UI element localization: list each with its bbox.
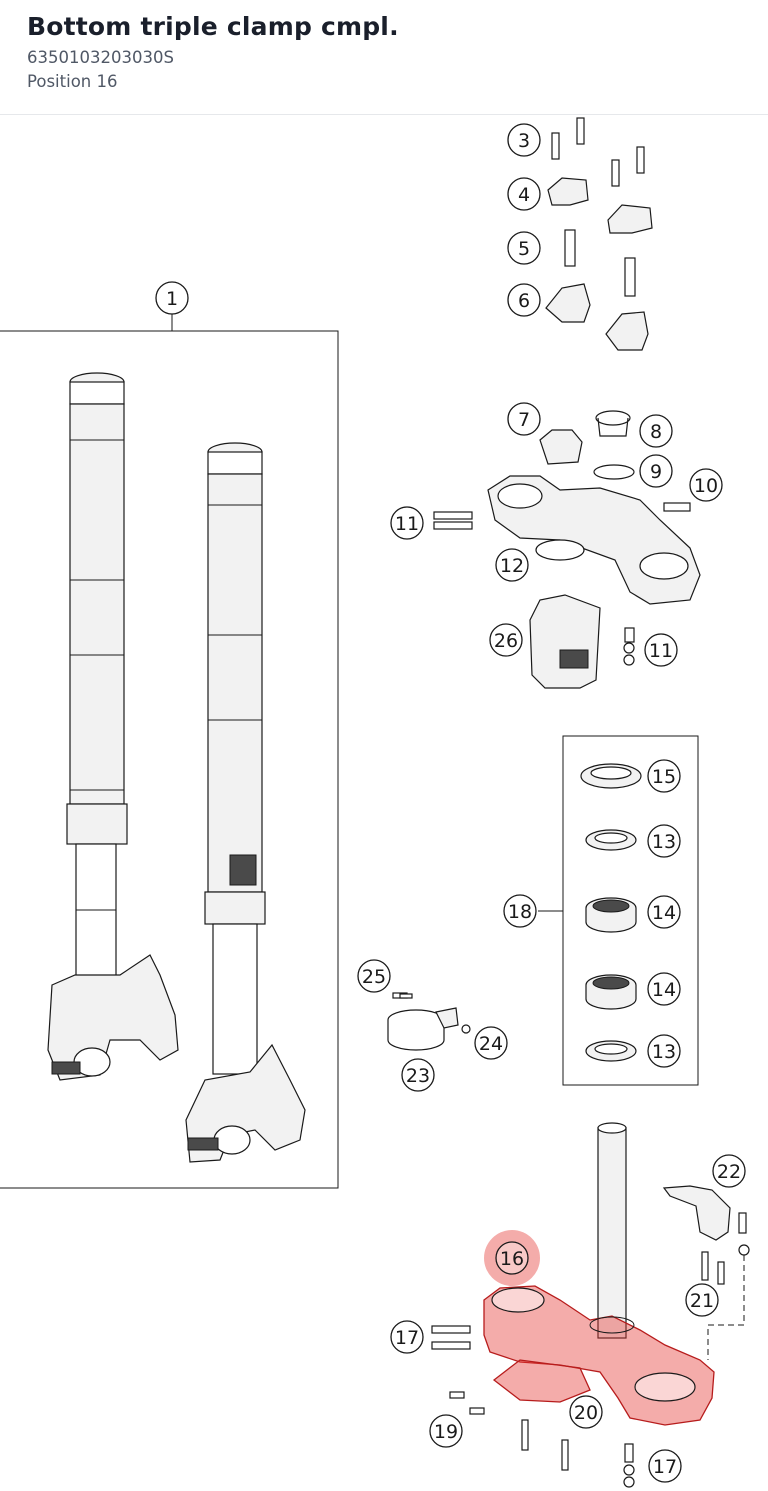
svg-text:9: 9 bbox=[650, 461, 662, 483]
svg-text:19: 19 bbox=[434, 1421, 458, 1443]
callout-15[interactable]: 15 bbox=[647, 759, 681, 793]
callout-11-upper[interactable]: 11 bbox=[390, 506, 424, 540]
callout-13-lower[interactable]: 13 bbox=[647, 1034, 681, 1068]
callout-10[interactable]: 10 bbox=[689, 468, 723, 502]
callout-9[interactable]: 9 bbox=[639, 454, 673, 488]
handlebar-clamp-group bbox=[545, 117, 653, 351]
callout-5[interactable]: 5 bbox=[507, 231, 541, 265]
svg-text:14: 14 bbox=[652, 902, 676, 924]
callout-26[interactable]: 26 bbox=[489, 623, 523, 657]
callout-14-lower[interactable]: 14 bbox=[647, 972, 681, 1006]
top-triple-clamp-group bbox=[433, 410, 701, 689]
callout-12[interactable]: 12 bbox=[495, 548, 529, 582]
callout-23[interactable]: 23 bbox=[401, 1058, 435, 1092]
svg-text:13: 13 bbox=[652, 1041, 676, 1063]
callout-21[interactable]: 21 bbox=[685, 1283, 719, 1317]
svg-text:1: 1 bbox=[166, 288, 178, 310]
svg-text:11: 11 bbox=[649, 640, 673, 662]
svg-text:12: 12 bbox=[500, 555, 524, 577]
front-fork-group bbox=[0, 314, 339, 1189]
callout-18[interactable]: 18 bbox=[503, 894, 537, 928]
svg-text:20: 20 bbox=[574, 1402, 598, 1424]
svg-text:4: 4 bbox=[518, 184, 530, 206]
callout-24[interactable]: 24 bbox=[474, 1026, 508, 1060]
svg-text:14: 14 bbox=[652, 979, 676, 1001]
svg-text:5: 5 bbox=[518, 238, 530, 260]
callout-17-right[interactable]: 17 bbox=[648, 1449, 682, 1483]
svg-text:26: 26 bbox=[494, 630, 518, 652]
right-fork-leg bbox=[185, 442, 306, 1163]
callout-25[interactable]: 25 bbox=[357, 959, 391, 993]
svg-text:8: 8 bbox=[650, 421, 662, 443]
steering-bearing-set bbox=[538, 735, 699, 1086]
callout-8[interactable]: 8 bbox=[639, 414, 673, 448]
svg-text:24: 24 bbox=[479, 1033, 503, 1055]
callout-17-left[interactable]: 17 bbox=[390, 1320, 424, 1354]
callout-20[interactable]: 20 bbox=[569, 1395, 603, 1429]
callout-4[interactable]: 4 bbox=[507, 177, 541, 211]
left-fork-leg bbox=[47, 372, 179, 1081]
callout-11-lower[interactable]: 11 bbox=[644, 633, 678, 667]
svg-text:23: 23 bbox=[406, 1065, 430, 1087]
svg-text:6: 6 bbox=[518, 290, 530, 312]
exploded-parts-diagram: .ln { fill: #ffffff; stroke: #1a1a1a; st… bbox=[0, 117, 750, 1488]
callout-6[interactable]: 6 bbox=[507, 283, 541, 317]
callout-13-upper[interactable]: 13 bbox=[647, 824, 681, 858]
callout-1[interactable]: 1 bbox=[155, 281, 189, 315]
svg-text:13: 13 bbox=[652, 831, 676, 853]
callout-7[interactable]: 7 bbox=[507, 402, 541, 436]
callout-22[interactable]: 22 bbox=[712, 1154, 746, 1188]
svg-text:10: 10 bbox=[694, 475, 718, 497]
position-label: Position 16 bbox=[27, 72, 118, 91]
svg-text:11: 11 bbox=[395, 513, 419, 535]
svg-text:18: 18 bbox=[508, 901, 532, 923]
page-header: Bottom triple clamp cmpl. 6350103203030S… bbox=[0, 0, 768, 115]
svg-text:7: 7 bbox=[518, 409, 530, 431]
svg-text:3: 3 bbox=[518, 130, 530, 152]
callout-19[interactable]: 19 bbox=[429, 1414, 463, 1448]
svg-text:16: 16 bbox=[500, 1248, 524, 1270]
svg-text:15: 15 bbox=[652, 766, 676, 788]
bottom-triple-clamp-area bbox=[431, 1122, 750, 1488]
callout-16-highlighted[interactable]: 16 bbox=[484, 1230, 540, 1286]
page-title: Bottom triple clamp cmpl. bbox=[27, 12, 399, 41]
clamp-ring-group bbox=[387, 992, 471, 1051]
svg-text:17: 17 bbox=[395, 1327, 419, 1349]
callout-3[interactable]: 3 bbox=[507, 123, 541, 157]
svg-text:21: 21 bbox=[690, 1290, 714, 1312]
svg-text:25: 25 bbox=[362, 966, 386, 988]
svg-text:22: 22 bbox=[717, 1161, 741, 1183]
callout-14-upper[interactable]: 14 bbox=[647, 895, 681, 929]
svg-text:17: 17 bbox=[653, 1456, 677, 1478]
part-number: 6350103203030S bbox=[27, 48, 174, 67]
